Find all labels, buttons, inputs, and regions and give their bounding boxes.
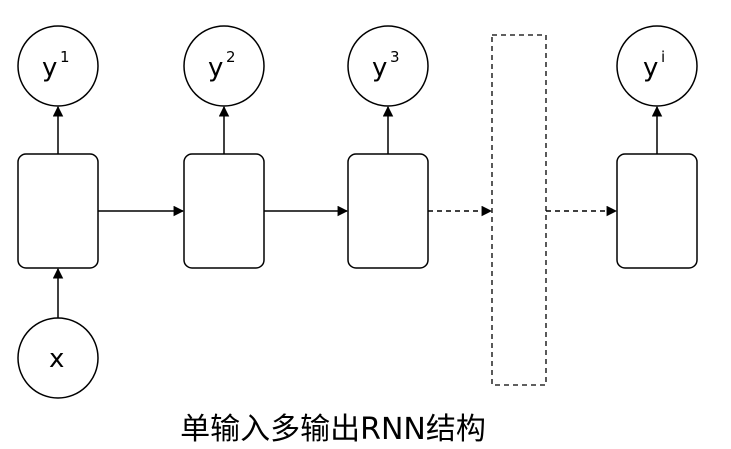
output-sup-y3: 3 (390, 48, 400, 66)
rnn-cell-2 (183, 153, 265, 269)
output-node-y1: y 1 (17, 25, 99, 107)
input-label-x: x (49, 344, 64, 374)
diagram-caption: 单输入多输出RNN结构 (180, 412, 486, 447)
input-node-x: x (17, 317, 99, 399)
output-sup-y1: 1 (60, 48, 70, 66)
output-label-y3: y (372, 53, 387, 83)
rnn-cell-1 (17, 153, 99, 269)
output-node-yi: y i (616, 25, 698, 107)
output-sup-y2: 2 (226, 48, 236, 66)
output-node-y2: y 2 (183, 25, 265, 107)
output-sup-yi: i (661, 48, 665, 66)
ellipsis-placeholder-box (491, 34, 547, 386)
output-label-y2: y (208, 53, 223, 83)
output-label-y1: y (42, 53, 57, 83)
rnn-cell-3 (347, 153, 429, 269)
rnn-cell-i (616, 153, 698, 269)
output-node-y3: y 3 (347, 25, 429, 107)
output-label-yi: y (643, 53, 658, 83)
